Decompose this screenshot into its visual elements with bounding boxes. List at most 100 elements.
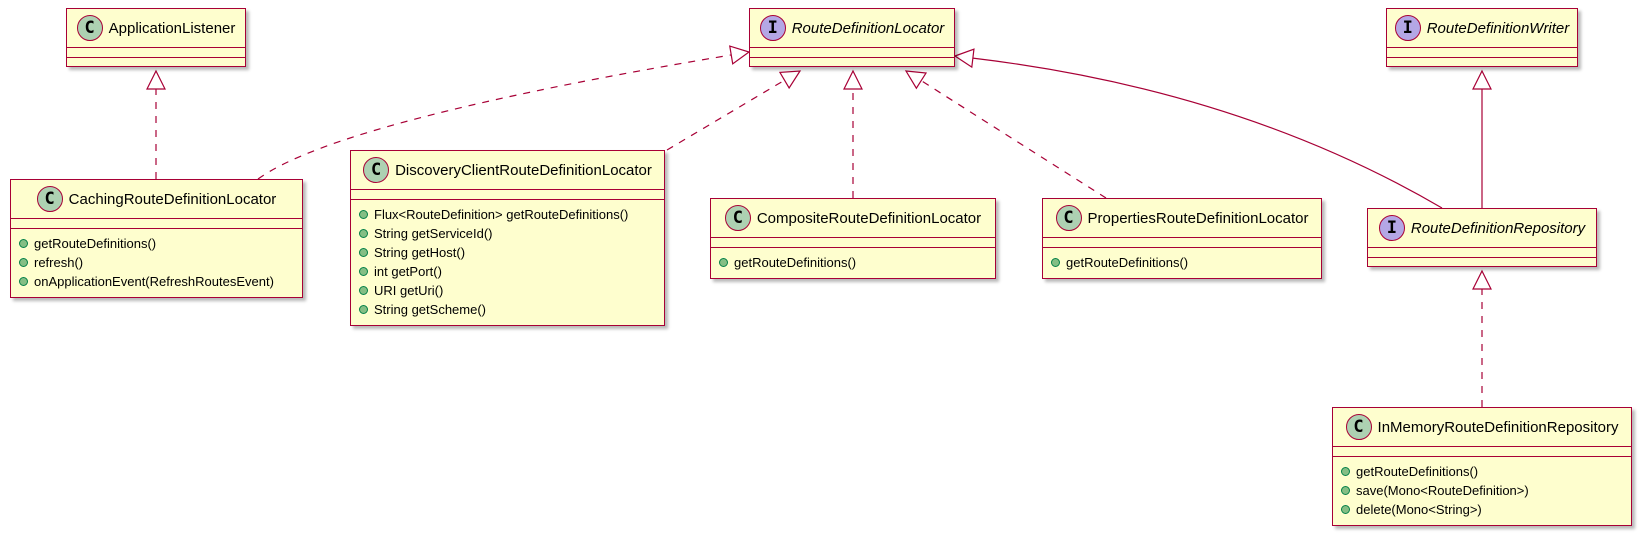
public-method-icon (359, 210, 368, 219)
method-item: String getScheme() (359, 300, 656, 319)
public-method-icon (1051, 258, 1060, 267)
inheritance-arrowhead-icon (1472, 269, 1492, 290)
realization-line (257, 54, 732, 180)
class-header: I RouteDefinitionRepository (1368, 209, 1596, 248)
method-signature: getRouteDefinitions() (734, 255, 857, 270)
methods-compartment: getRouteDefinitions() (1043, 248, 1321, 278)
class-header: C ApplicationListener (67, 9, 245, 48)
class-badge-icon: C (1345, 414, 1372, 440)
class-name: RouteDefinitionWriter (1426, 19, 1570, 37)
class-name: CompositeRouteDefinitionLocator (756, 209, 982, 227)
properties-route-definition-locator-box: C PropertiesRouteDefinitionLocator getRout… (1042, 198, 1322, 279)
methods-compartment: getRouteDefinitions() (711, 248, 995, 278)
method-item: String getServiceId() (359, 224, 656, 243)
class-name: PropertiesRouteDefinitionLocator (1087, 209, 1309, 227)
public-method-icon (719, 258, 728, 267)
route-definition-writer-box: I RouteDefinitionWriter (1386, 8, 1578, 67)
method-signature: Flux<RouteDefinition> getRouteDefinition… (374, 207, 629, 222)
fields-compartment (11, 219, 302, 229)
public-method-icon (359, 267, 368, 276)
method-signature: URI getUri() (374, 283, 444, 298)
method-item: Flux<RouteDefinition> getRouteDefinition… (359, 205, 656, 224)
class-name: RouteDefinitionLocator (791, 19, 945, 37)
public-method-icon (359, 305, 368, 314)
class-badge-icon: C (1055, 205, 1082, 231)
class-badge-icon: C (76, 15, 103, 41)
method-item: String getHost() (359, 243, 656, 262)
method-signature: String getScheme() (374, 302, 486, 317)
class-header: I RouteDefinitionLocator (750, 9, 954, 48)
route-definition-repository-box: I RouteDefinitionRepository (1367, 208, 1597, 267)
class-name: RouteDefinitionRepository (1410, 219, 1586, 237)
methods-compartment: getRouteDefinitions() refresh() onApplicat… (11, 229, 302, 297)
inheritance-arrowhead-icon (1472, 69, 1492, 90)
public-method-icon (1341, 486, 1350, 495)
class-header: C InMemoryRouteDefinitionRepository (1333, 408, 1631, 447)
method-signature: delete(Mono<String>) (1356, 502, 1482, 517)
class-header: C PropertiesRouteDefinitionLocator (1043, 199, 1321, 238)
caching-route-definition-locator-box: C CachingRouteDefinitionLocator getRouteDe… (10, 179, 303, 298)
fields-compartment (351, 190, 664, 200)
route-definition-locator-box: I RouteDefinitionLocator (749, 8, 955, 67)
method-signature: getRouteDefinitions() (34, 236, 157, 251)
class-name: ApplicationListener (108, 19, 236, 37)
methods-compartment (1368, 258, 1596, 266)
generalization-line (972, 57, 1443, 209)
public-method-icon (359, 248, 368, 257)
method-item: delete(Mono<String>) (1341, 500, 1623, 519)
class-name: CachingRouteDefinitionLocator (68, 190, 277, 208)
methods-compartment (1387, 58, 1577, 66)
inheritance-arrowhead-icon (953, 48, 975, 69)
in-memory-route-definition-repository-box: C InMemoryRouteDefinitionRepository getRou… (1332, 407, 1632, 526)
fields-compartment (67, 48, 245, 58)
inheritance-arrowhead-icon (843, 69, 863, 90)
method-item: getRouteDefinitions() (1051, 253, 1313, 272)
method-signature: getRouteDefinitions() (1066, 255, 1189, 270)
method-item: save(Mono<RouteDefinition>) (1341, 481, 1623, 500)
inheritance-arrowhead-icon (778, 70, 802, 90)
methods-compartment: Flux<RouteDefinition> getRouteDefinition… (351, 200, 664, 325)
method-item: onApplicationEvent(RefreshRoutesEvent) (19, 272, 294, 291)
public-method-icon (19, 258, 28, 267)
realization-line (666, 79, 785, 151)
class-header: C CompositeRouteDefinitionLocator (711, 199, 995, 238)
public-method-icon (359, 286, 368, 295)
fields-compartment (1333, 447, 1631, 457)
interface-badge-icon: I (759, 15, 786, 41)
fields-compartment (1043, 238, 1321, 248)
methods-compartment (67, 58, 245, 66)
class-name: DiscoveryClientRouteDefinitionLocator (395, 161, 652, 179)
class-badge-icon: C (36, 186, 63, 212)
methods-compartment (750, 58, 954, 66)
public-method-icon (359, 229, 368, 238)
method-item: getRouteDefinitions() (719, 253, 987, 272)
method-item: getRouteDefinitions() (1341, 462, 1623, 481)
application-listener-box: C ApplicationListener (66, 8, 246, 67)
inheritance-arrowhead-icon (729, 45, 751, 65)
composite-route-definition-locator-box: C CompositeRouteDefinitionLocator getRoute… (710, 198, 996, 279)
inheritance-arrowhead-icon (146, 69, 166, 90)
class-name: InMemoryRouteDefinitionRepository (1377, 418, 1619, 436)
class-badge-icon: C (724, 205, 751, 231)
method-item: refresh() (19, 253, 294, 272)
fields-compartment (711, 238, 995, 248)
method-signature: refresh() (34, 255, 84, 270)
method-item: URI getUri() (359, 281, 656, 300)
fields-compartment (1387, 48, 1577, 58)
public-method-icon (19, 277, 28, 286)
method-item: int getPort() (359, 262, 656, 281)
method-signature: save(Mono<RouteDefinition>) (1356, 483, 1529, 498)
method-signature: String getServiceId() (374, 226, 493, 241)
interface-badge-icon: I (1378, 215, 1405, 241)
method-signature: getRouteDefinitions() (1356, 464, 1479, 479)
methods-compartment: getRouteDefinitions() save(Mono<RouteDefi… (1333, 457, 1631, 525)
method-item: getRouteDefinitions() (19, 234, 294, 253)
fields-compartment (750, 48, 954, 58)
interface-badge-icon: I (1394, 15, 1421, 41)
class-badge-icon: C (363, 157, 390, 183)
public-method-icon (1341, 467, 1350, 476)
method-signature: onApplicationEvent(RefreshRoutesEvent) (34, 274, 274, 289)
